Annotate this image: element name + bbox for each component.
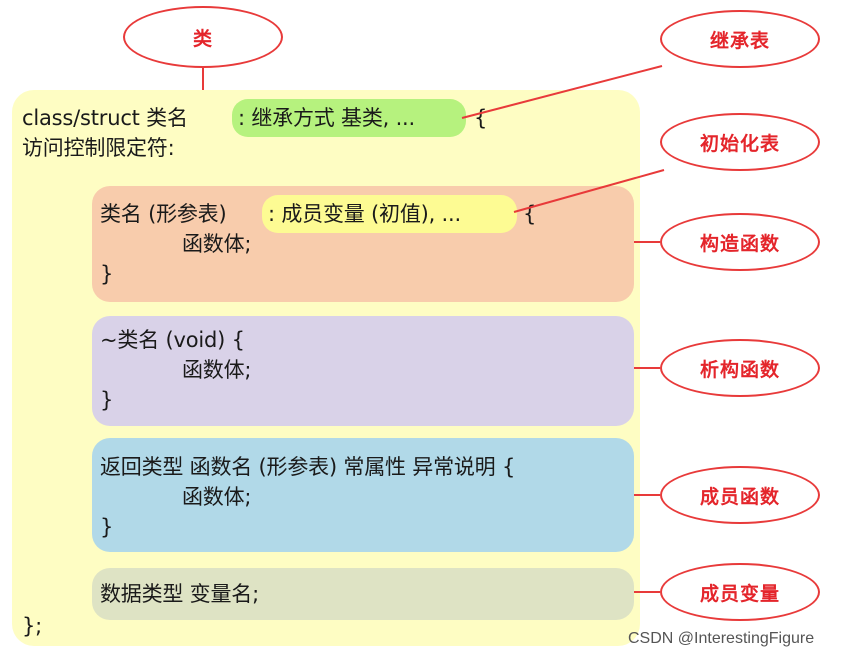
member-function-block (92, 438, 634, 552)
init-list-highlight (262, 195, 517, 233)
member-variable-declaration: 数据类型 变量名; (100, 582, 259, 606)
destructor-body: 函数体; (182, 358, 252, 382)
constructor-body: 函数体; (182, 232, 252, 256)
init-list-text: : 成员变量 (初值), ... (268, 202, 461, 226)
destructor-block (92, 316, 634, 426)
constructor-close-brace: } (100, 262, 114, 286)
member-variable-block (92, 568, 634, 620)
constructor-signature: 类名 (形参表) (100, 202, 227, 226)
member-function-callout: 成员函数 (660, 466, 820, 524)
member-function-close-brace: } (100, 515, 114, 539)
constructor-open-brace: { (523, 202, 537, 226)
class-open-brace: { (474, 106, 488, 130)
member-function-signature: 返回类型 函数名 (形参表) 常属性 异常说明 { (100, 455, 516, 479)
destructor-close-brace: } (100, 388, 114, 412)
destructor-signature: ~类名 (void) { (100, 328, 245, 352)
inheritance-list-text: : 继承方式 基类, ... (238, 106, 416, 130)
class-close-brace: }; (22, 614, 43, 638)
init-list-callout: 初始化表 (660, 113, 820, 171)
destructor-callout: 析构函数 (660, 339, 820, 397)
inheritance-list-highlight (232, 99, 466, 137)
member-function-body: 函数体; (182, 485, 252, 509)
inheritance-list-callout: 继承表 (660, 10, 820, 68)
watermark: CSDN @InterestingFigure (628, 630, 815, 647)
access-specifier: 访问控制限定符: (22, 136, 175, 160)
constructor-callout: 构造函数 (660, 213, 820, 271)
member-variable-callout: 成员变量 (660, 563, 820, 621)
class-declaration: class/struct 类名 (22, 106, 188, 130)
class-callout: 类 (123, 6, 283, 68)
